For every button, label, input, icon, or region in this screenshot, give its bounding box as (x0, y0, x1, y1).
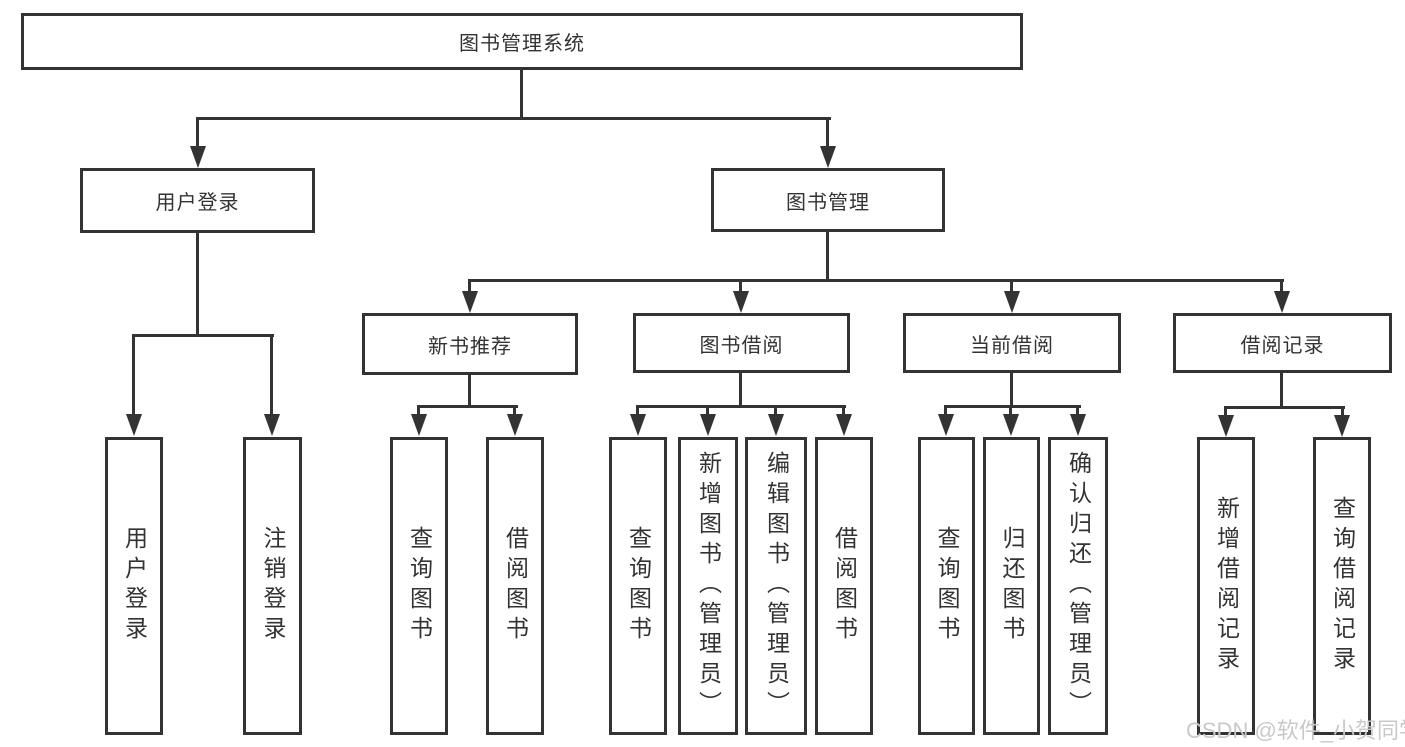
node-recommend-borrow-books: 借阅图书 (486, 437, 544, 735)
arrowhead (1274, 291, 1290, 313)
node-records-add-record: 新增借阅记录 (1197, 437, 1255, 735)
arrowhead (938, 414, 954, 436)
connector-line (513, 405, 516, 417)
arrowhead (700, 414, 716, 436)
connector-line (739, 373, 742, 408)
connector-line (1009, 405, 1012, 417)
node-current-confirm-return-admin: 确认归还（管理员） (1048, 437, 1108, 735)
connector-line (468, 279, 471, 295)
connector-line (132, 334, 274, 337)
node-label: 用户登录 (155, 192, 240, 214)
connector-line (636, 405, 846, 408)
connector-line (1010, 279, 1013, 295)
connector-line (1076, 405, 1079, 417)
node-records-query-record: 查询借阅记录 (1313, 437, 1371, 735)
node-label: 查询图书 (625, 526, 652, 646)
node-label: 查询借阅记录 (1329, 496, 1356, 676)
connector-line (417, 405, 420, 417)
node-borrow-borrow-books: 借阅图书 (815, 437, 873, 735)
arrowhead (1003, 414, 1019, 436)
node-label: 图书借阅 (699, 334, 784, 357)
node-label: 当前借阅 (970, 334, 1054, 357)
node-label: 新增借阅记录 (1213, 496, 1240, 676)
arrowhead (1070, 414, 1086, 436)
arrowhead (836, 414, 852, 436)
node-borrow-records: 借阅记录 (1173, 313, 1392, 373)
node-label: 查询图书 (406, 526, 433, 646)
connector-line (132, 334, 135, 418)
arrowhead (1218, 415, 1234, 437)
connector-line (842, 405, 845, 417)
node-logout: 注销登录 (243, 437, 302, 735)
node-current-query-books: 查询图书 (918, 437, 975, 735)
connector-line (1280, 373, 1283, 409)
arrowhead (190, 146, 206, 168)
node-label: 借阅记录 (1240, 334, 1325, 357)
node-user-login-group: 用户登录 (80, 168, 315, 233)
node-label: 借阅图书 (831, 526, 858, 646)
node-current-borrow: 当前借阅 (903, 313, 1121, 373)
node-label: 借阅图书 (502, 526, 529, 646)
connector-line (468, 279, 1284, 282)
arrowhead (462, 291, 478, 313)
node-label: 归还图书 (999, 526, 1025, 646)
connector-line (1224, 406, 1227, 417)
connector-line (1341, 406, 1344, 417)
node-user-login: 用户登录 (105, 437, 163, 735)
arrowhead (126, 414, 142, 436)
node-label: 新增图书（管理员） (695, 451, 722, 721)
csdn-watermark: CSDN @软件_小贺同学 (1186, 718, 1405, 743)
connector-line (774, 405, 777, 417)
arrowhead (1334, 415, 1350, 437)
connector-line (196, 233, 199, 337)
connector-line (706, 405, 709, 417)
node-label: 编辑图书（管理员） (763, 451, 790, 721)
node-label: 图书管理系统 (459, 33, 585, 55)
arrowhead (264, 414, 280, 436)
arrowhead (507, 414, 523, 436)
connector-line (739, 279, 742, 295)
arrowhead (768, 414, 784, 436)
node-borrow-add-books-admin: 新增图书（管理员） (678, 437, 738, 735)
node-current-return-books: 归还图书 (983, 437, 1040, 735)
node-label: 新书推荐 (428, 335, 512, 358)
connector-line (1280, 279, 1283, 295)
connector-line (196, 117, 199, 152)
node-label: 确认归还（管理员） (1065, 451, 1092, 721)
node-label: 图书管理 (786, 191, 870, 214)
connector-line (270, 334, 273, 418)
connector-line (826, 117, 829, 152)
connector-line (826, 232, 829, 282)
connector-line (1224, 406, 1345, 409)
arrowhead (820, 146, 836, 168)
connector-line (636, 405, 639, 417)
connector-line (468, 374, 471, 408)
connector-line (196, 117, 831, 120)
connector-line (417, 405, 518, 408)
connector-line (520, 70, 523, 118)
node-book-borrow: 图书借阅 (633, 313, 850, 373)
node-label: 注销登录 (260, 526, 286, 646)
node-label: 用户登录 (121, 526, 148, 646)
connector-line (944, 405, 947, 417)
node-recommend-query-books: 查询图书 (390, 437, 448, 735)
arrowhead (630, 414, 646, 436)
arrowhead (1004, 291, 1020, 313)
arrowhead (411, 414, 427, 436)
node-borrow-query-books: 查询图书 (609, 437, 667, 735)
node-borrow-edit-books-admin: 编辑图书（管理员） (745, 437, 807, 735)
node-label: 查询图书 (934, 526, 960, 646)
arrowhead (733, 291, 749, 313)
connector-line (944, 405, 1081, 408)
node-root: 图书管理系统 (21, 13, 1023, 70)
connector-line (1010, 373, 1013, 408)
node-book-mgmt-group: 图书管理 (711, 168, 945, 232)
node-new-book-recommend: 新书推荐 (362, 313, 578, 375)
